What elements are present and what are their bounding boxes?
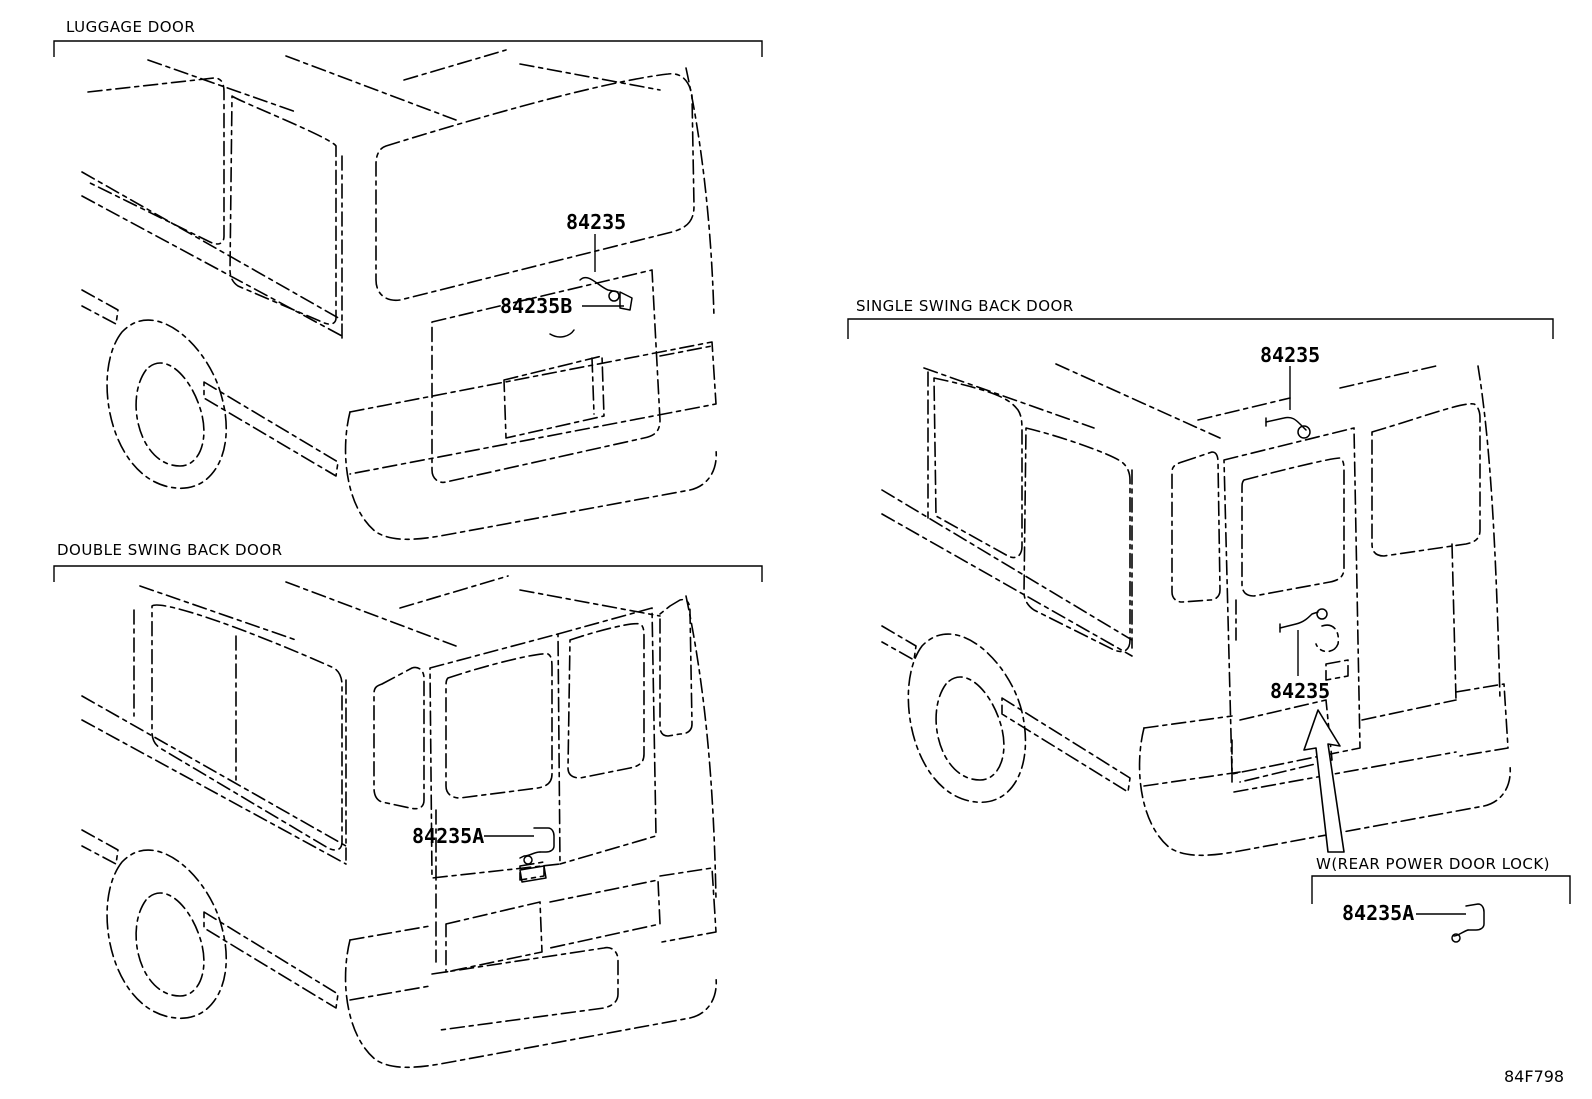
double-swing-door-title: DOUBLE SWING BACK DOOR <box>57 541 283 559</box>
part-label-84235A-double[interactable]: 84235A <box>412 824 484 848</box>
rear-power-door-lock-bracket <box>1311 875 1571 904</box>
rear-power-door-lock-option: W(REAR POWER DOOR LOCK) 84235A <box>1311 855 1571 943</box>
double-van-body <box>81 575 717 1069</box>
part-label-84235A-option[interactable]: 84235A <box>1342 901 1414 925</box>
part-label-84235B-luggage[interactable]: 84235B <box>500 294 572 318</box>
luggage-door-view: LUGGAGE DOOR <box>53 18 763 541</box>
drawing-id: 84F798 <box>1504 1067 1564 1086</box>
rear-power-door-lock-title: W(REAR POWER DOOR LOCK) <box>1316 855 1550 873</box>
callout-arrow-up-icon <box>1303 709 1345 853</box>
part-label-84235-single-top[interactable]: 84235 <box>1260 343 1320 367</box>
switch-icon-luggage <box>579 276 633 311</box>
single-swing-door-bracket <box>847 318 1554 339</box>
double-swing-door-view: DOUBLE SWING BACK DOOR <box>53 541 763 1069</box>
single-van-body <box>881 363 1511 857</box>
part-label-84235-luggage[interactable]: 84235 <box>566 210 626 234</box>
switch-icon-option <box>1451 903 1485 943</box>
single-swing-door-title: SINGLE SWING BACK DOOR <box>856 297 1074 315</box>
luggage-van-body <box>81 49 717 541</box>
part-label-84235-single-mid[interactable]: 84235 <box>1270 679 1330 703</box>
single-swing-door-view: SINGLE SWING BACK DOOR <box>847 297 1554 857</box>
luggage-door-bracket <box>53 40 763 57</box>
switch-icon-single-top <box>1265 416 1311 439</box>
double-swing-door-bracket <box>53 565 763 582</box>
luggage-door-title: LUGGAGE DOOR <box>66 18 195 36</box>
switch-icon-single-mid <box>1279 608 1328 633</box>
switch-icon-double <box>519 827 555 883</box>
